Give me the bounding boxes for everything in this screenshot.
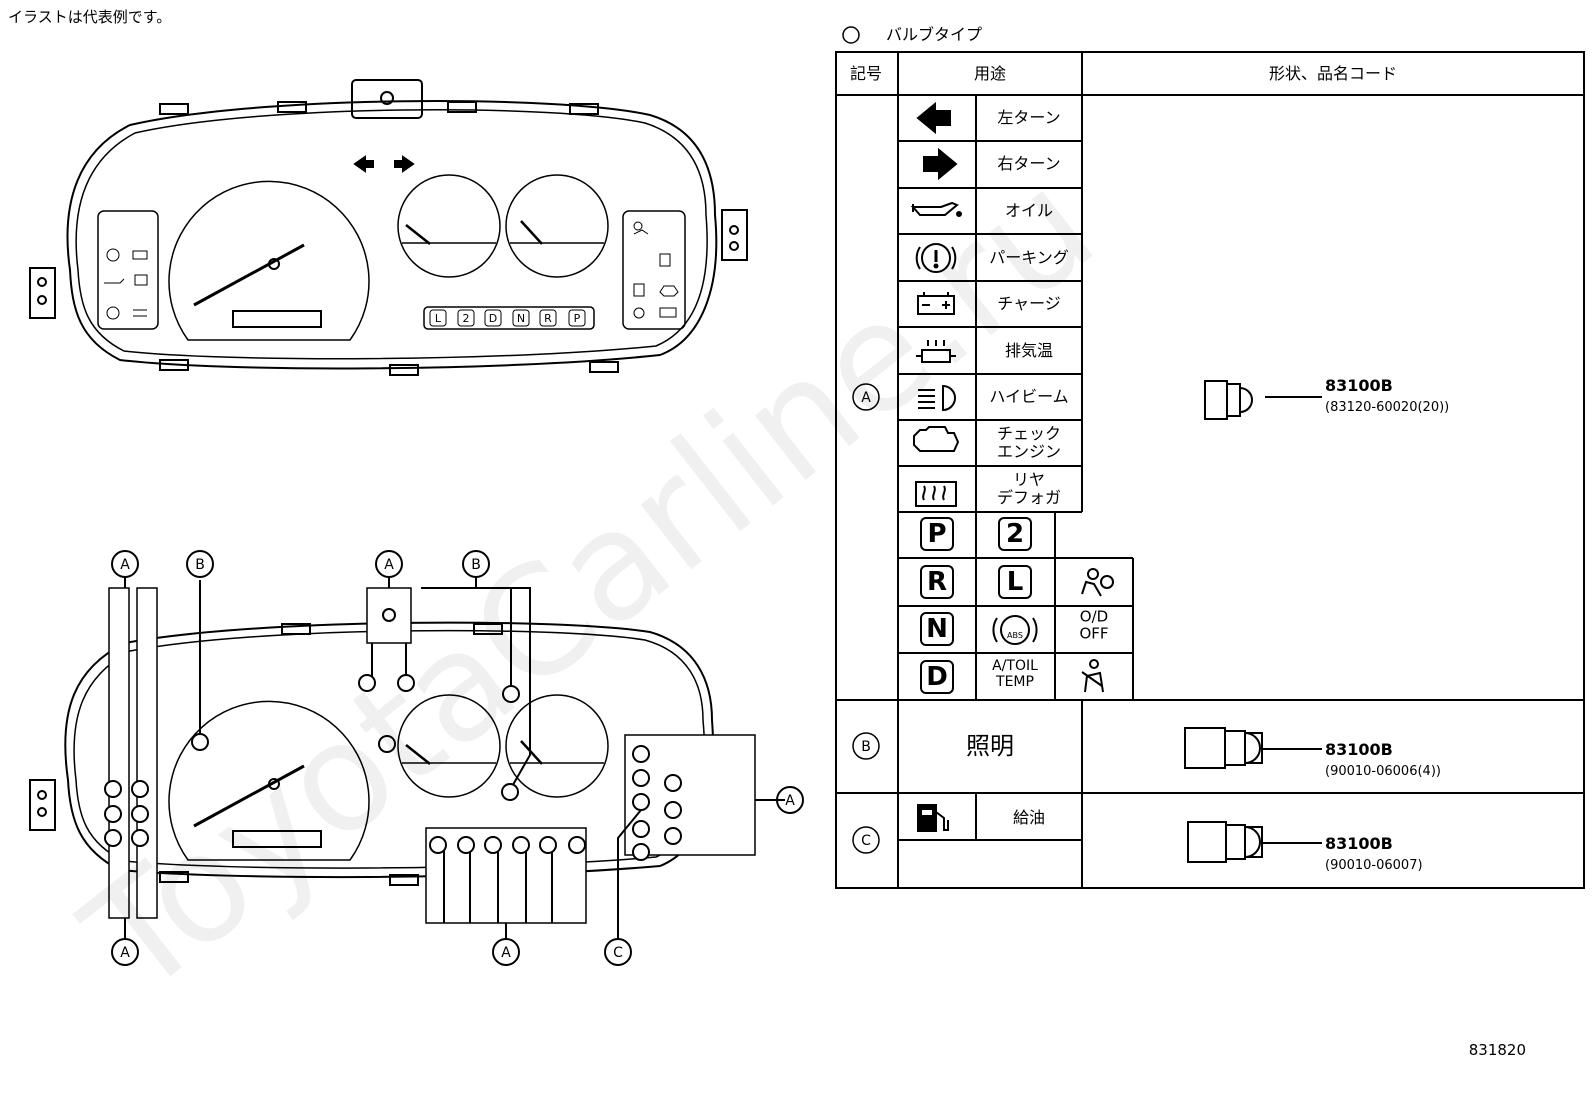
gear-letter: N [517, 312, 525, 325]
cluster-callout-letters: A B A B A A A C [120, 557, 795, 961]
indicator-box [998, 517, 1032, 551]
part-number: 83100B [1325, 740, 1393, 759]
gear-letter: 2 [463, 312, 470, 325]
gear-letter: P [574, 312, 581, 325]
check-engine-icon [913, 426, 960, 452]
seatbelt-icon [1081, 659, 1104, 693]
bulb-b-icon [1184, 727, 1322, 769]
bulb-c-icon [1187, 821, 1322, 863]
indicator-label: OFF [1079, 625, 1108, 643]
indicator-label: N [926, 614, 948, 644]
header-mark: 記号 [850, 64, 882, 83]
mark-b: B [861, 739, 871, 755]
gear-letters: L 2 D N R P [429, 309, 586, 327]
abs-icon [992, 615, 1038, 645]
rear-defogger-icon [915, 481, 957, 507]
callout-letter: A [785, 793, 795, 809]
callout-letter: A [120, 557, 130, 573]
use-label: リヤ [1013, 470, 1045, 489]
callout-letter: A [384, 557, 394, 573]
use-label: パーキング [989, 248, 1069, 267]
indicator-label: A/TOIL [992, 658, 1038, 674]
part-number: 83100B [1325, 834, 1393, 853]
gear-letter-box [484, 309, 502, 327]
exhaust-temp-icon [916, 340, 956, 363]
indicator-label: 2 [1006, 519, 1024, 549]
bottom-cluster [29, 550, 804, 966]
callout-letter: A [501, 945, 511, 961]
use-label: チェック [997, 424, 1061, 443]
use-label: 右ターン [997, 154, 1060, 173]
gear-letter: D [489, 312, 497, 325]
battery-icon [917, 292, 955, 315]
fuel-pump-icon [917, 804, 949, 832]
header-shape-code: 形状、品名コード [1269, 64, 1397, 83]
part-code: (83120-60020(20)) [1325, 400, 1449, 415]
table-text: 記号 用途 形状、品名コード バルブタイプ左ターン右ターンオイルパーキングチャージ排気… [850, 25, 1449, 873]
callout-letter: B [471, 557, 481, 573]
indicator-label: TEMP [995, 674, 1034, 690]
parking-brake-icon [915, 243, 957, 273]
gear-letter-box [539, 309, 557, 327]
use-label: エンジン [997, 442, 1061, 461]
use-label: オイル [1005, 201, 1053, 220]
gear-letter: R [544, 312, 552, 325]
indicator-box [920, 517, 954, 551]
table-icons [910, 101, 1322, 863]
use-label: 左ターン [997, 108, 1060, 127]
drawing-code: 831820 [1468, 1041, 1526, 1059]
callout-letter: C [613, 945, 623, 961]
bulb-table [835, 26, 1585, 889]
indicator-label: O/D [1080, 608, 1108, 626]
airbag-icon [1081, 568, 1114, 597]
indicator-label: R [927, 567, 947, 597]
indicator-label: L [1007, 567, 1024, 597]
header-use: 用途 [974, 64, 1006, 83]
use-illumination: 照明 [966, 732, 1014, 760]
indicator-label: ABS [1007, 631, 1023, 640]
gear-letter-box [429, 309, 447, 327]
use-label: 排気温 [1005, 341, 1053, 360]
use-label: チャージ [997, 294, 1061, 313]
gear-letter-box [512, 309, 530, 327]
top-cluster [29, 79, 748, 376]
indicator-box [920, 612, 954, 646]
part-number: 83100B [1325, 376, 1393, 395]
watermark: ToyotaCarline.ru [54, 139, 1125, 1029]
gear-letter-box [457, 309, 475, 327]
oil-can-icon [910, 201, 962, 217]
gear-letter: L [435, 312, 442, 325]
use-label: ハイビーム [989, 387, 1068, 406]
mark-a: A [861, 390, 871, 406]
part-code: (90010-06006(4)) [1325, 764, 1441, 779]
part-code: (90010-06007) [1325, 858, 1423, 873]
indicator-box [920, 565, 954, 599]
indicator-box [998, 565, 1032, 599]
bulb-a-icon [1204, 380, 1322, 420]
right-arrow-icon [923, 147, 958, 181]
indicator-label: D [926, 662, 948, 692]
gear-letter-box [568, 309, 586, 327]
legend-label: バルブタイプ [886, 25, 982, 44]
illustration-note: イラストは代表例です。 [8, 8, 172, 26]
use-fuel: 給油 [1013, 808, 1045, 827]
callout-letter: B [195, 557, 205, 573]
use-label: デフォガ [997, 488, 1061, 507]
callout-letter: A [120, 945, 130, 961]
high-beam-icon [918, 384, 956, 412]
mark-c: C [861, 833, 871, 849]
left-arrow-icon [916, 101, 951, 135]
indicator-box [920, 660, 954, 694]
indicator-label: P [927, 519, 946, 549]
